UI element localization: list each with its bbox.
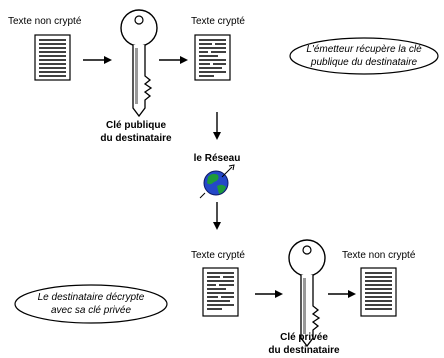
public-key-label-line1: Clé publique	[106, 120, 166, 131]
bottom-note-bubble: Le destinataire décrypte avec sa clé pri…	[14, 284, 168, 324]
private-key-label-line2: du destinataire	[268, 345, 340, 356]
bottom-ciphertext-document-icon	[202, 267, 239, 317]
bottom-note-line2: avec sa clé privée	[51, 305, 131, 316]
top-ciphertext-document-icon	[194, 34, 231, 81]
public-key-label-line2: du destinataire	[100, 133, 172, 144]
bottom-plaintext-label: Texte non crypté	[342, 250, 416, 261]
bottom-note-line1: Le destinataire décrypte	[38, 292, 145, 303]
private-key-label-line1: Clé privée	[280, 332, 328, 343]
top-plaintext-label: Texte non crypté	[8, 16, 82, 27]
network-label: le Réseau	[194, 153, 241, 164]
top-note-bubble: L'émetteur récupère la clé publique du d…	[289, 37, 439, 75]
bottom-ciphertext-label: Texte crypté	[191, 250, 245, 261]
globe-icon	[199, 164, 235, 199]
top-note-line1: L'émetteur récupère la clé	[306, 44, 422, 55]
bottom-plaintext-document-icon	[360, 267, 397, 317]
public-key-icon	[120, 9, 158, 117]
private-key-icon	[288, 239, 326, 347]
top-plaintext-document-icon	[34, 34, 71, 81]
top-note-line2: publique du destinataire	[310, 57, 418, 68]
top-ciphertext-label: Texte crypté	[191, 16, 245, 27]
